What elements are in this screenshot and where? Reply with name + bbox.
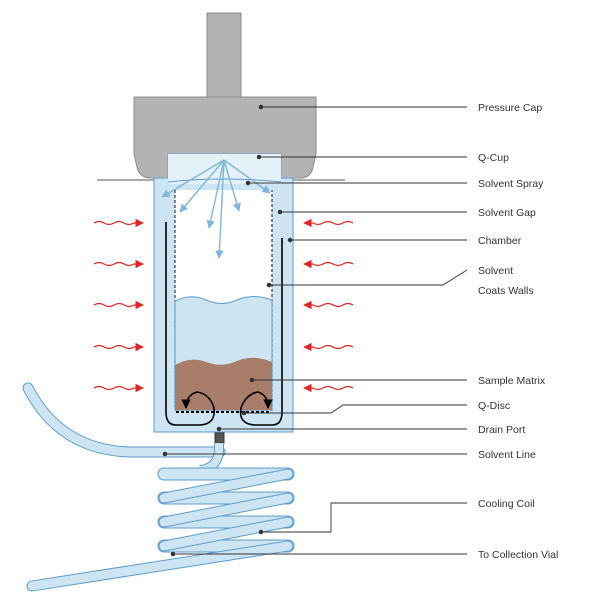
sample-matrix	[175, 357, 272, 410]
label-solvent-coats-walls-2: Coats Walls	[478, 285, 534, 297]
drain-connector	[214, 432, 225, 444]
label-chamber: Chamber	[478, 235, 522, 247]
solvent-spray	[161, 159, 271, 259]
label-to-collection-vial: To Collection Vial	[478, 549, 558, 561]
pressure-cap	[133, 12, 317, 179]
solvent-flow-arrows	[165, 222, 283, 426]
label-solvent-gap: Solvent Gap	[478, 207, 536, 219]
label-solvent-spray: Solvent Spray	[478, 178, 544, 190]
cooling-coil	[26, 467, 295, 592]
leader-lines	[162, 104, 468, 557]
label-sample-matrix: Sample Matrix	[478, 375, 546, 387]
label-solvent-line: Solvent Line	[478, 449, 536, 461]
label-q-cup: Q-Cup	[478, 152, 509, 164]
label-solvent-coats-walls-1: Solvent	[478, 265, 513, 277]
heat-arrows	[93, 218, 354, 393]
label-pressure-cap: Pressure Cap	[478, 102, 542, 114]
label-q-disc: Q-Disc	[478, 400, 510, 412]
label-drain-port: Drain Port	[478, 424, 525, 436]
label-cooling-coil: Cooling Coil	[478, 498, 535, 510]
